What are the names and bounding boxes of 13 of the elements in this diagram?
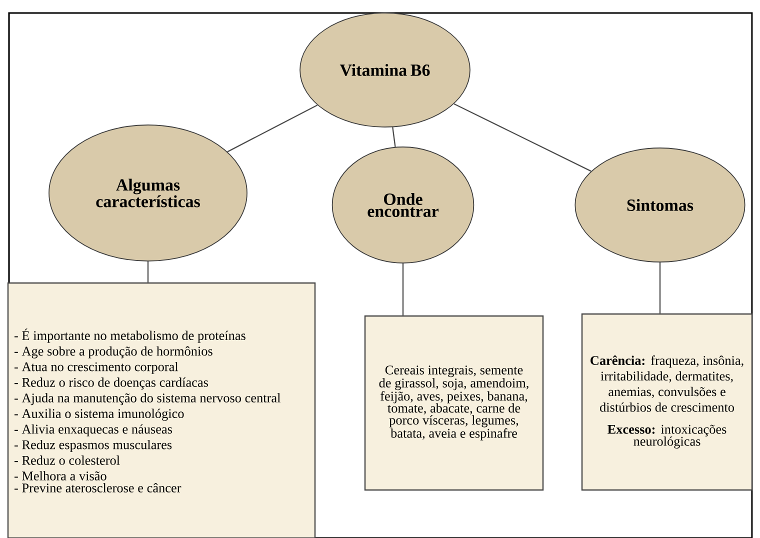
ellipse-node: Onde encontrar (332, 146, 474, 264)
connector-line (147, 261, 149, 282)
connector-line (454, 103, 592, 172)
text-box: - É importante no metabolismo de proteínas - Age sobre a produção de hormônios - Atua no crescimento corporal - Reduz o risco de doenças cardíacas - Ajuda na manutenção do sistema nervoso central - Auxilia o sistema imunológico - Alivia enxaquecas e náuseas - Reduz espasmos musculares - Reduz o colesterol - Melhora a visão - Previne aterosclerose e câncer (7, 282, 316, 538)
text-box: Carência: fraqueza, insônia, irritabilidade, dermatites, anemias, convulsões e distúrbios de crescimento Excesso: intoxicações neurológicas (581, 313, 753, 491)
ellipse-node: Vitamina B6 (300, 12, 470, 128)
text-box: Cereais integrais, semente de girassol, soja, amendoim, feijão, aves, peixes, banana, tomate, abacate, carne de porco vísceras, legumes, batata, aveia e espinafre (364, 315, 544, 491)
connector-line (392, 127, 396, 147)
ellipse-node: Algumas características (48, 124, 248, 262)
connector-line (659, 262, 661, 314)
ellipse-node: Sintomas (574, 148, 746, 262)
connector-line (402, 263, 404, 316)
connector-line (227, 104, 318, 152)
